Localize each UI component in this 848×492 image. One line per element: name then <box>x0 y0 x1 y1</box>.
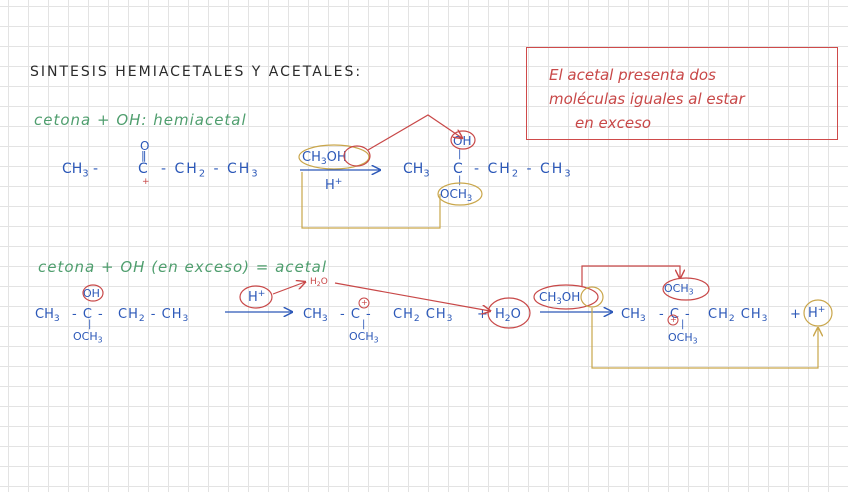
reactant-left-group: CH3 - <box>62 161 99 180</box>
water-circle <box>487 297 531 329</box>
step1-right-chain: CH2 - CH3 <box>118 307 190 325</box>
section1-heading: cetona + OH: hemiacetal <box>34 111 247 129</box>
step2-bond: | <box>362 319 366 330</box>
product-bottom-bond: | <box>458 175 462 186</box>
note-line-1: El acetal presenta dos <box>549 66 716 84</box>
carbonyl-oxygen: O <box>140 139 150 153</box>
acetal-carbon: - C - <box>659 307 691 322</box>
methoxy-circle <box>437 182 483 206</box>
water-arrow <box>334 282 490 311</box>
methanol-reagent: CH3OH <box>302 150 347 168</box>
acid-catalyst: H+ <box>325 177 343 193</box>
proton-circle <box>239 285 273 309</box>
oh-transfer-arrow <box>367 114 462 151</box>
step1-oh-circle <box>82 284 104 302</box>
step2-positive-charge: + <box>361 298 368 307</box>
reagent-circle-2 <box>533 284 599 310</box>
step1-hydroxyl: OH <box>83 287 100 300</box>
note-box: El acetal presenta dos moléculas iguales… <box>526 47 838 140</box>
product-top-bond: | <box>458 149 462 160</box>
methoxy-add-arrow <box>581 265 680 286</box>
note-line-2: moléculas iguales al estar <box>549 90 745 108</box>
acetal-left-group: CH3 <box>621 307 646 325</box>
acetal-bottom-methoxy: OCH3 <box>668 331 698 346</box>
proton-arrow <box>272 282 305 295</box>
methanol-reagent-2: CH3OH <box>539 290 581 306</box>
step1-methoxy: OCH3 <box>73 330 103 345</box>
step2-carbon: - C - <box>340 307 372 322</box>
reagent-oh-circle-2 <box>580 286 604 308</box>
oh-circle <box>343 145 371 167</box>
double-bond: ‖ <box>141 149 147 162</box>
acetal-charge-circle <box>667 314 679 326</box>
reagent-circle <box>298 144 370 170</box>
acetal-positive-charge: + <box>670 315 677 324</box>
product-right-chain: - CH2 - CH3 <box>474 161 573 180</box>
acetal-top-methoxy: OCH3 <box>664 282 694 297</box>
acetal-plus: + <box>790 307 801 322</box>
product-carbon: C <box>453 161 463 177</box>
step1-bond: | <box>88 319 92 330</box>
reactant-carbon: C <box>138 161 148 177</box>
methoxy-connector <box>301 172 441 229</box>
proton-return-connector <box>591 308 818 369</box>
water-product: H2O <box>495 307 521 325</box>
step2-charge-circle <box>358 297 370 309</box>
step2-methoxy: OCH3 <box>349 330 379 345</box>
note-line-3: en exceso <box>575 114 652 132</box>
step2-right-chain: CH2 CH3 <box>393 307 454 325</box>
proton: H+ <box>248 289 266 305</box>
step1-carbon: - C - <box>72 307 104 322</box>
product-oh-circle <box>450 130 476 150</box>
product-methoxy: OCH3 <box>440 187 473 203</box>
acetal-top-circle <box>662 277 710 301</box>
acetal-right-chain: CH2 CH3 <box>708 307 769 325</box>
page-title: SINTESIS HEMIACETALES Y ACETALES: <box>30 64 363 80</box>
step2-left-group: CH3 <box>303 307 328 325</box>
acetal-proton: H+ <box>808 305 826 321</box>
acetal-bond: | <box>681 319 685 330</box>
acetal-proton-circle <box>803 299 833 327</box>
section2-heading: cetona + OH (en exceso) = acetal <box>38 258 327 276</box>
water-small: H2O <box>310 277 328 289</box>
reactant-right-chain: - CH2 - CH3 <box>161 161 260 180</box>
partial-positive-charge: + <box>142 177 150 187</box>
step1-left-group: CH3 <box>35 307 60 325</box>
product-left-group: CH3 <box>403 161 430 180</box>
